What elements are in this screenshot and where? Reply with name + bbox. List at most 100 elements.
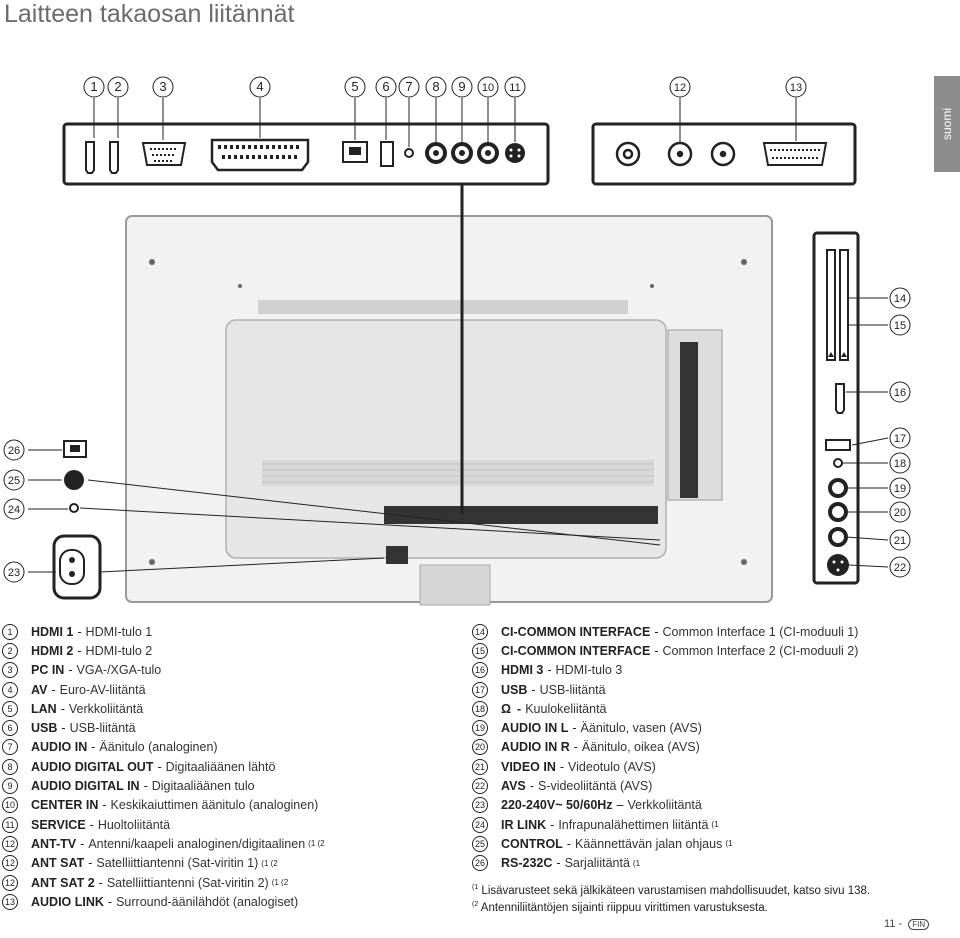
connector-description: Verkkoliitäntä xyxy=(68,701,144,716)
connector-name: USB xyxy=(31,721,58,736)
headphone-icon: Ω xyxy=(501,701,512,716)
callout-number: 4 xyxy=(256,79,263,94)
legend-number: 19 xyxy=(472,720,488,737)
callout-number: 2 xyxy=(114,79,121,94)
connector-name: RS-232C xyxy=(501,856,553,871)
connector-description: HDMI-tulo 2 xyxy=(85,643,153,658)
connector-description: Euro-AV-liitäntä xyxy=(59,682,146,697)
legend-number: 15 xyxy=(472,642,488,659)
separator: - xyxy=(89,817,94,832)
legend-number: 21 xyxy=(472,758,488,775)
connector-name: 220-240V~ 50/60Hz xyxy=(501,798,613,813)
callout-number: 17 xyxy=(894,433,906,445)
legend-number: 24 xyxy=(472,816,488,833)
callout-number: 18 xyxy=(894,458,906,470)
connector-description: HDMI-tulo 1 xyxy=(85,624,153,639)
legend-number: 4 xyxy=(2,681,18,698)
legend-number: 9 xyxy=(2,778,18,795)
legend-number: 12 xyxy=(2,855,18,872)
connector-description: Digitaaliäänen lähtö xyxy=(165,759,276,774)
callout-number: 15 xyxy=(894,320,906,332)
connector-description: Infrapunalähettimen liitäntä xyxy=(558,817,709,832)
legend-number: 10 xyxy=(2,797,18,814)
separator: - xyxy=(547,663,552,678)
page-title: Laitteen takaosan liitännät xyxy=(4,0,295,28)
legend-number: 6 xyxy=(2,720,18,737)
separator: - xyxy=(566,836,571,851)
connector-description: Satelliittiantenni (Sat-viritin 2) xyxy=(106,875,269,890)
callout-circle xyxy=(3,439,25,461)
connector-name: AV xyxy=(31,682,48,697)
separator: - xyxy=(77,643,82,658)
connector-description: Videotulo (AVS) xyxy=(568,759,656,774)
connector-description: USB-liitäntä xyxy=(539,682,606,697)
connector-description: USB-liitäntä xyxy=(69,721,136,736)
callout-circle xyxy=(889,427,911,449)
connector-name: ANT SAT xyxy=(31,856,85,871)
separator: - xyxy=(60,701,65,716)
separator: - xyxy=(550,817,555,832)
connector-name: VIDEO IN xyxy=(501,759,556,774)
callout-number: 8 xyxy=(432,79,439,94)
connector-description: Surround-äänilähdöt (analogiset) xyxy=(116,894,299,909)
footnote-ref: (1 (2 xyxy=(308,839,325,849)
right-leader-lines xyxy=(842,297,889,568)
legend-item: 21 VIDEO IN-Videotulo (AVS) xyxy=(472,757,922,776)
connector-name: CI-COMMON INTERFACE xyxy=(501,624,651,639)
footnote-ref: (1 xyxy=(725,839,733,849)
tv-back-housing xyxy=(125,215,773,606)
callout-number: 13 xyxy=(790,82,802,94)
callout-number: 26 xyxy=(8,445,20,457)
legend-number: 12 xyxy=(2,835,18,852)
separator: - xyxy=(573,740,578,755)
page-number: 11 - FIN xyxy=(884,918,930,930)
connector-name: AUDIO IN xyxy=(31,740,88,755)
connector-description: Common Interface 1 (CI-moduuli 1) xyxy=(662,624,859,639)
callout-number: 7 xyxy=(405,79,412,94)
callout-number: 14 xyxy=(894,293,906,305)
callout-number: 19 xyxy=(894,483,906,495)
connector-name: ANT-TV xyxy=(31,836,77,851)
connector-name: USB xyxy=(501,682,528,697)
separator: - xyxy=(556,856,561,871)
separator: - xyxy=(91,740,96,755)
separator: - xyxy=(529,779,534,794)
left-connector-icons xyxy=(52,440,102,600)
separator: - xyxy=(559,759,565,774)
footnote-ref: (1 xyxy=(711,820,719,830)
connector-description: Sarjaliitäntä xyxy=(564,856,630,871)
footnote: (1 Lisävarusteet sekä jälkikäteen varust… xyxy=(472,884,870,901)
top-leader-lines xyxy=(93,98,797,147)
footnote-text: Antenniliitäntöjen sijainti riippuu viri… xyxy=(478,901,768,914)
callout-circle xyxy=(889,477,911,499)
hdmi-ports xyxy=(85,141,119,174)
connector-name: AUDIO DIGITAL IN xyxy=(31,779,140,794)
connector-description: Keskikaiuttimen äänitulo (analoginen) xyxy=(110,798,319,813)
footnote: (2 Antenniliitäntöjen sijainti riippuu v… xyxy=(472,901,870,918)
connector-name: HDMI 2 xyxy=(31,643,74,658)
connector-name: AUDIO IN R xyxy=(501,740,570,755)
callout-number: 24 xyxy=(8,504,20,516)
callout-circle xyxy=(889,287,911,309)
footnote-ref: (1 (2 xyxy=(271,878,289,887)
callout-circle xyxy=(889,501,911,523)
callout-number: 3 xyxy=(159,79,166,94)
separator: - xyxy=(88,856,93,871)
footnotes: (1 Lisävarusteet sekä jälkikäteen varust… xyxy=(472,884,870,918)
callout-number: 11 xyxy=(509,82,520,94)
footnote-mark: (2 xyxy=(472,901,479,908)
callout-circle xyxy=(398,76,420,98)
antenna-ports xyxy=(615,141,736,167)
callout-number: 22 xyxy=(894,562,906,574)
